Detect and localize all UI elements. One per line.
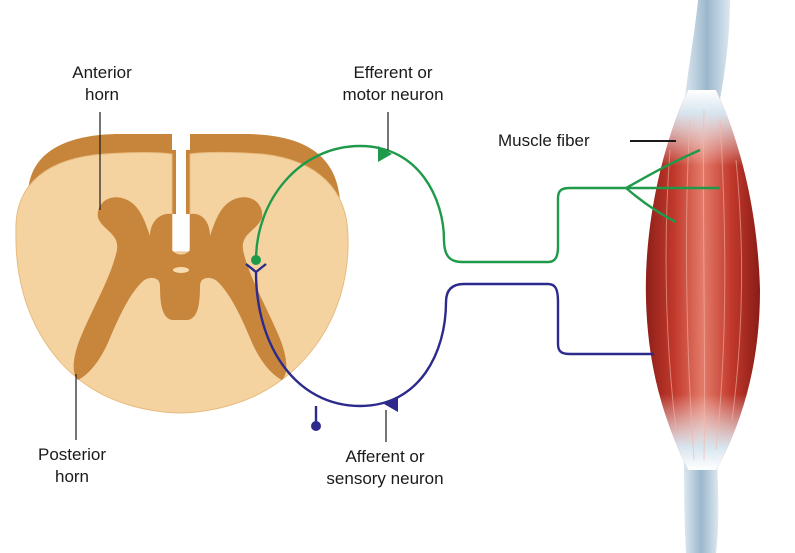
afferent-label: Afferent or sensory neuron (300, 446, 470, 490)
muscle (646, 0, 760, 553)
efferent-cell-body (251, 255, 261, 265)
muscle-fiber-label: Muscle fiber (498, 130, 590, 152)
efferent-label: Efferent or motor neuron (318, 62, 468, 106)
median-fissure (176, 138, 186, 250)
spinal-cord-cross-section (16, 134, 348, 413)
posterior-horn-label: Posterior horn (22, 444, 122, 488)
central-canal (173, 267, 189, 273)
afferent-arrow (384, 396, 398, 412)
anterior-horn-label: Anterior horn (52, 62, 152, 106)
afferent-cell-body (311, 421, 321, 431)
